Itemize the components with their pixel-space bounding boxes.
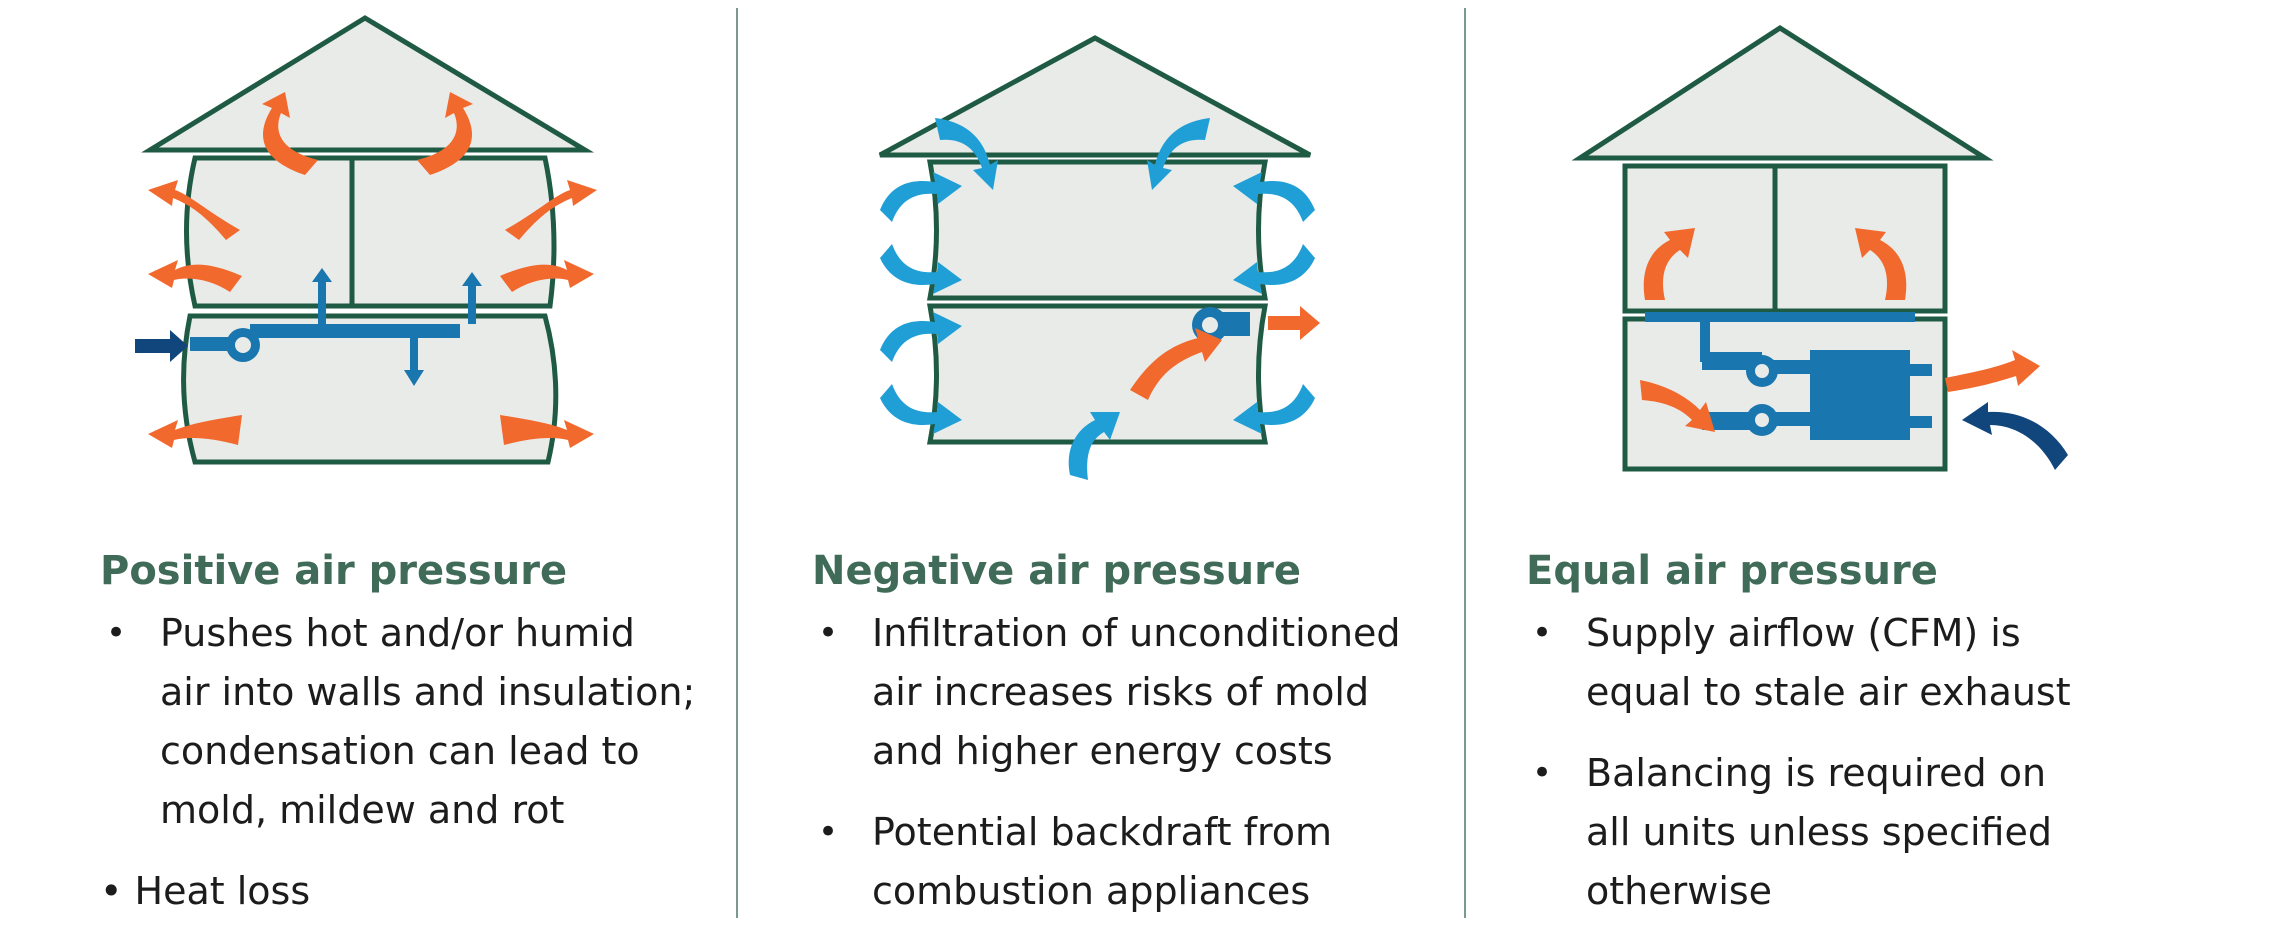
divider-left <box>736 8 738 918</box>
list-item: Supply airflow (CFM) is equal to stale a… <box>1526 604 2071 722</box>
list-item: Infiltration of unconditioned air increa… <box>812 604 1401 781</box>
inward-arrow <box>1130 328 1222 400</box>
supply-arrow-group <box>1640 228 2040 432</box>
list-item: Pushes hot and/or humid air into walls a… <box>100 604 695 840</box>
list-item: Balancing is required on all units unles… <box>1526 744 2071 921</box>
roof <box>1571 25 1994 161</box>
inward-arrow-group <box>880 118 1315 480</box>
panel-equal: Equal air pressure Supply airflow (CFM) … <box>1470 0 2200 942</box>
upper-floor <box>926 159 1269 301</box>
heading-equal: Equal air pressure <box>1526 548 1938 594</box>
upper-floor <box>184 155 557 309</box>
supply-fan-icon <box>190 268 482 386</box>
bullets-equal: Supply airflow (CFM) is equal to stale a… <box>1526 604 2071 943</box>
panel-positive: Positive air pressure Pushes hot and/or … <box>0 0 730 942</box>
intake-arrow <box>1962 402 2068 470</box>
divider-right <box>1464 8 1466 918</box>
intake-arrow <box>135 330 188 362</box>
bullets-negative: Infiltration of unconditioned air increa… <box>812 604 1401 943</box>
bullets-positive: Pushes hot and/or humid air into walls a… <box>100 604 695 943</box>
list-item: Potential backdraft from combustion appl… <box>812 803 1401 921</box>
erv-unit-icon <box>1645 312 1932 440</box>
heading-negative: Negative air pressure <box>812 548 1301 594</box>
heading-positive: Positive air pressure <box>100 548 568 594</box>
negative-pressure-house-diagram <box>878 35 1320 480</box>
roof <box>141 15 595 153</box>
outward-arrow-group <box>148 92 597 448</box>
list-item: • Heat loss <box>100 869 311 913</box>
lower-floor <box>926 303 1269 445</box>
lower-floor <box>181 313 559 465</box>
positive-pressure-house-diagram <box>135 15 597 465</box>
equal-pressure-house-diagram <box>1571 25 2068 472</box>
panel-negative: Negative air pressure Infiltration of un… <box>740 0 1470 942</box>
